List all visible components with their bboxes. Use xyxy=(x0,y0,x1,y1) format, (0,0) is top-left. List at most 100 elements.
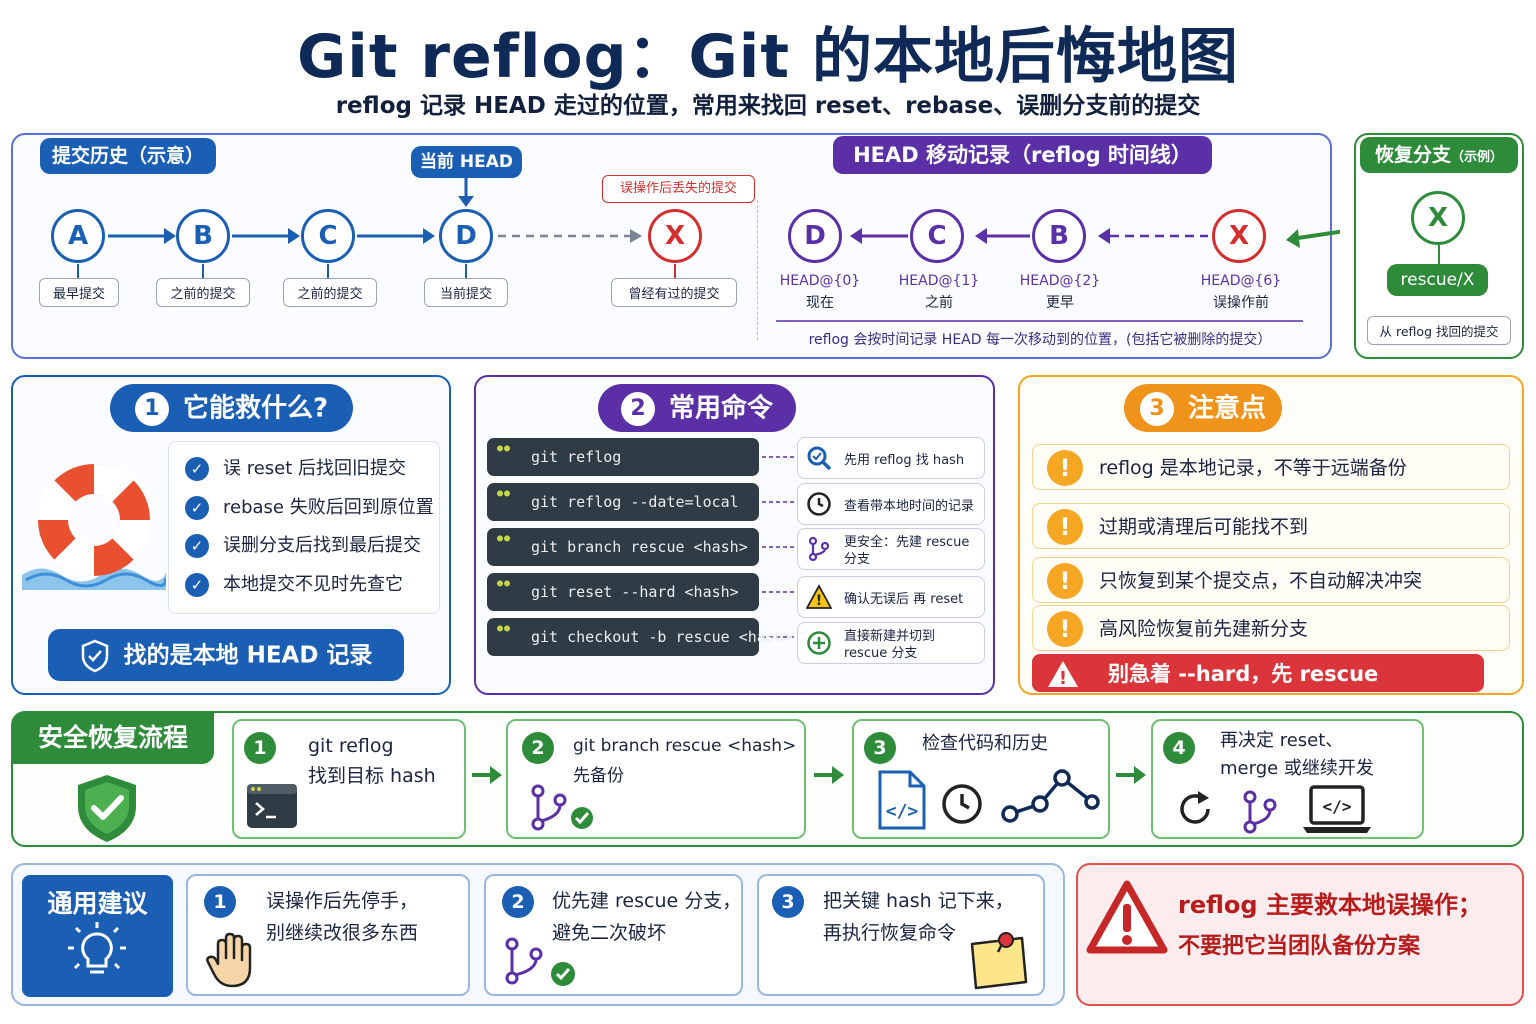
command-tip: 先用 reflog 找 hash xyxy=(797,437,985,479)
command-tip: 查看带本地时间的记录 xyxy=(797,483,985,525)
section1-item: ✓误删分支后找到最后提交 xyxy=(185,527,439,566)
lost-tag: 误操作后丢失的提交 xyxy=(602,175,755,203)
exclamation-icon: ! xyxy=(1047,611,1083,647)
reflog-arrows xyxy=(776,228,1340,322)
exclamation-icon: ! xyxy=(1047,450,1083,486)
section1-badge: 找的是本地 HEAD 记录 xyxy=(48,629,404,681)
advice-card-text: 误操作后先停手，别继续改很多东西 xyxy=(266,890,419,944)
history-node-a: A xyxy=(51,209,105,263)
exclamation-icon: ! xyxy=(1047,563,1083,599)
section1-item: ✓rebase 失败后回到原位置 xyxy=(185,489,439,528)
reflog-node-c: C xyxy=(910,209,964,263)
reflog-ref-0: HEAD@{0}现在 xyxy=(779,273,861,311)
section3-item: !过期或清理后可能找不到 xyxy=(1032,503,1510,549)
flow-step-num: 2 xyxy=(522,732,554,764)
reflog-node-d: D xyxy=(788,209,842,263)
lifebuoy-icon xyxy=(22,463,166,590)
restore-label: 恢复分支（示例） xyxy=(1360,137,1518,173)
head-tag: 当前 HEAD xyxy=(411,146,522,178)
history-node-c: C xyxy=(301,209,355,263)
reflog-ref-2: HEAD@{2}更早 xyxy=(1019,273,1101,311)
check-icon: ✓ xyxy=(185,572,209,597)
command-row[interactable]: ●●git reflog xyxy=(487,438,759,476)
section3-item: !只恢复到某个提交点，不自动解决冲突 xyxy=(1032,557,1510,603)
refresh-icon xyxy=(1180,791,1210,824)
search-icon xyxy=(807,446,832,471)
command-tip: 更安全：先建 rescue 分支 xyxy=(797,528,985,570)
check-icon: ✓ xyxy=(185,495,209,520)
advice-card-num: 3 xyxy=(772,886,804,918)
reflog-node-b: B xyxy=(1032,209,1086,263)
history-arrows xyxy=(77,228,676,278)
command-row[interactable]: ●●git branch rescue <hash> xyxy=(487,528,759,566)
flow-arrow xyxy=(1116,766,1146,784)
reflog-node-x: X xyxy=(1212,209,1266,263)
flow-step-4 xyxy=(1151,719,1424,839)
panel-divider xyxy=(757,200,758,340)
reflog-ref-1: HEAD@{1}之前 xyxy=(898,273,980,311)
restore-branch-tag: rescue/X xyxy=(1387,264,1488,296)
section3-alert: !别急着 --hard，先 rescue xyxy=(1032,654,1484,692)
flow-label: 安全恢复流程 xyxy=(12,712,214,764)
check-icon: ✓ xyxy=(185,534,209,558)
advice-card-num: 2 xyxy=(502,886,534,918)
command-connectors xyxy=(762,456,794,638)
clock-icon xyxy=(942,784,982,824)
warning-panel xyxy=(1076,863,1524,1006)
restore-caption: 从 reflog 找回的提交 xyxy=(1367,316,1511,345)
laptop-code-icon: </> xyxy=(1303,785,1371,833)
command-row[interactable]: ●●git reflog --date=local xyxy=(487,483,759,521)
branch-icon xyxy=(1243,790,1277,834)
terminal-icon xyxy=(247,784,297,828)
flow-arrow xyxy=(814,766,844,784)
restore-node-x: X xyxy=(1411,191,1465,245)
alert-icon: ! xyxy=(1048,661,1078,689)
page-title: Git reflog：Git 的本地后悔地图 xyxy=(297,22,1239,92)
flow-step-num: 1 xyxy=(244,732,276,764)
history-node-b: B xyxy=(176,209,230,263)
command-row[interactable]: ●●git reset --hard <hash> xyxy=(487,573,759,611)
flow-arrow xyxy=(472,766,502,784)
section1-item: ✓本地提交不见时先查它 xyxy=(185,566,439,605)
sticky-note-icon xyxy=(970,932,1028,990)
history-caption-a: 最早提交 xyxy=(39,278,119,307)
clock-icon xyxy=(807,492,831,516)
shield-check-icon xyxy=(81,639,108,672)
history-graph-icon xyxy=(1001,769,1100,823)
shield-check-icon xyxy=(78,775,136,842)
history-node-d: D xyxy=(439,209,493,263)
flow-step-text: git branch rescue <hash>先备份 xyxy=(573,736,797,786)
flow-step-text: 再决定 reset、merge 或继续开发 xyxy=(1220,730,1374,779)
page-subtitle: reflog 记录 HEAD 走过的位置，常用来找回 reset、rebase、… xyxy=(335,93,1201,119)
advice-card-text: 优先建 rescue 分支，避免二次破坏 xyxy=(552,890,742,944)
section3-item: !高风险恢复前先建新分支 xyxy=(1032,605,1510,651)
branch-check-icon xyxy=(531,784,593,831)
exclamation-icon: ! xyxy=(1047,509,1083,545)
plus-icon xyxy=(807,631,831,655)
reflog-note: reflog 会按时间记录 HEAD 每一次移动到的位置，(包括它被删除的提交） xyxy=(808,332,1272,348)
history-node-x: X xyxy=(648,209,702,263)
head-tag-arrow xyxy=(458,178,474,207)
restore-connector xyxy=(1438,245,1440,265)
advice-label-box xyxy=(22,875,173,997)
advice-label: 通用建议 xyxy=(47,889,148,918)
reflog-ref-6: HEAD@{6}误操作前 xyxy=(1200,273,1282,311)
lightbulb-icon xyxy=(68,922,126,974)
warning-text: reflog 主要救本地误操作； 不要把它当团队备份方案 xyxy=(1178,891,1482,959)
svg-text:!: ! xyxy=(816,593,822,609)
command-tip: ! 确认无误后 再 reset xyxy=(797,576,985,618)
command-row[interactable]: ●●git checkout -b rescue <hash> xyxy=(487,618,793,656)
flow-step-text: 检查代码和历史 xyxy=(922,733,1048,754)
section1-item: ✓误 reset 后找回旧提交 xyxy=(185,450,439,489)
history-caption-c: 之前的提交 xyxy=(283,278,377,307)
code-file-icon: </> xyxy=(878,770,926,830)
flow-step-num: 3 xyxy=(864,732,896,764)
history-caption-x: 曾经有过的提交 xyxy=(611,278,737,307)
check-icon: ✓ xyxy=(185,457,209,481)
history-caption-d: 当前提交 xyxy=(424,278,508,307)
svg-text:</>: </> xyxy=(886,801,919,822)
history-caption-b: 之前的提交 xyxy=(156,278,250,307)
